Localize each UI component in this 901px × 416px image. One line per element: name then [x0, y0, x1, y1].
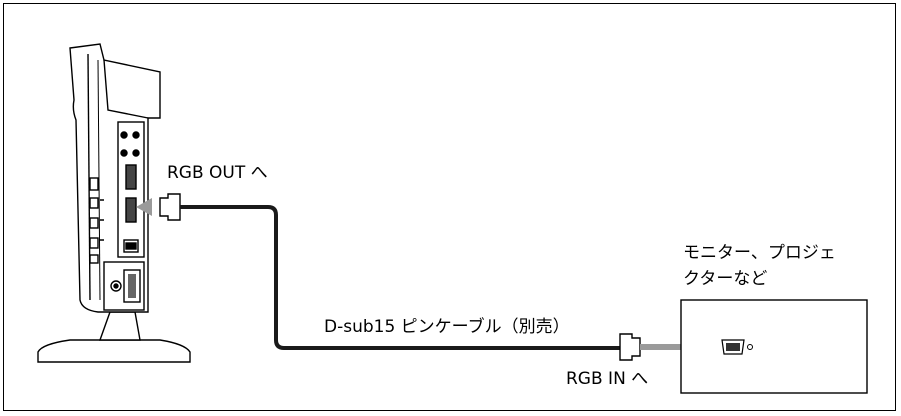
source-device: [37, 43, 191, 363]
rgb-in-label: RGB IN へ: [566, 369, 649, 389]
diagram-frame: [3, 3, 896, 411]
rgb-out-arrow: [136, 193, 181, 221]
rgb-out-plug: [159, 193, 181, 221]
destination-label-line2: クターなど: [683, 269, 768, 289]
cable-label: D-sub15 ピンケーブル（別売）: [324, 317, 570, 337]
destination-device: [680, 299, 868, 394]
destination-label-line1: モニター、プロジェ: [683, 243, 836, 263]
device-stand-neck: [99, 311, 141, 341]
rgb-out-label: RGB OUT へ: [167, 163, 268, 183]
d-sub15-cable: [180, 205, 620, 350]
rgb-in-plug: [619, 333, 641, 361]
destination-label: モニター、プロジェ クターなど: [683, 240, 873, 292]
device-stand-base: [37, 339, 191, 363]
